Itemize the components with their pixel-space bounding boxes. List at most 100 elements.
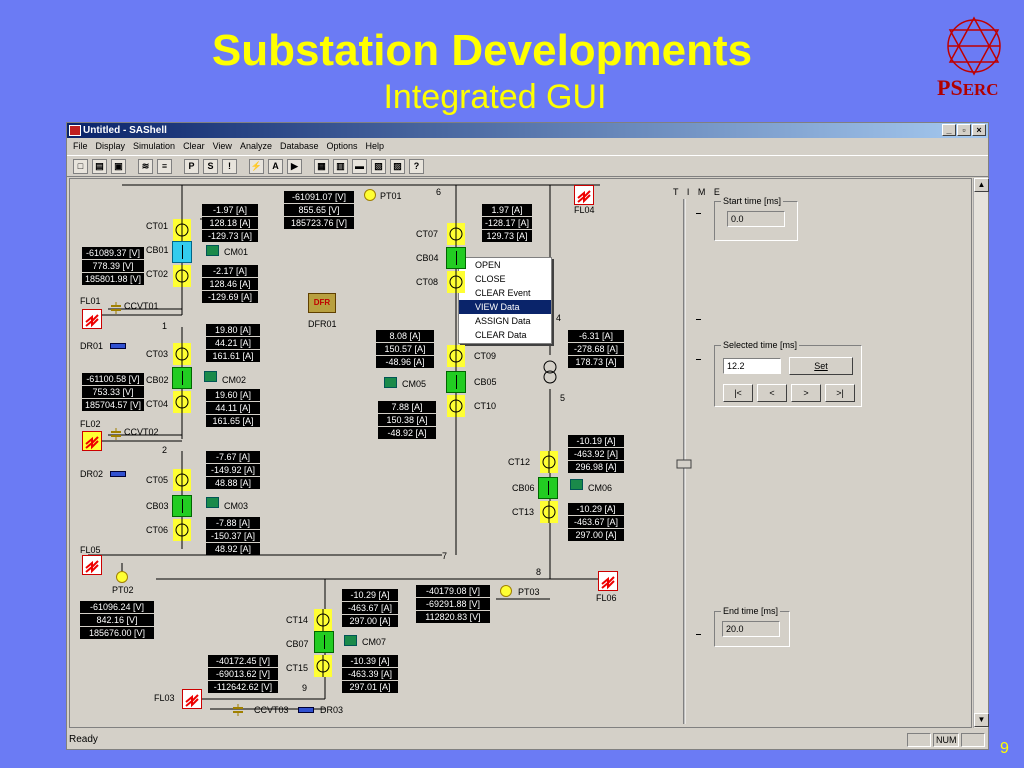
menu-display[interactable]: Display	[95, 141, 126, 151]
s-icon[interactable]: S	[203, 158, 218, 174]
prev-time-button[interactable]: <	[757, 384, 787, 402]
cm01-monitor-icon[interactable]	[206, 245, 219, 256]
ct10-ct[interactable]	[447, 395, 465, 417]
ctx-clear-event[interactable]: CLEAR Event	[475, 288, 531, 298]
set-time-button[interactable]: Set	[789, 357, 853, 375]
last-time-button[interactable]: >|	[825, 384, 855, 402]
ct07-ct[interactable]	[447, 223, 465, 245]
dr02-recorder-icon[interactable]	[110, 471, 126, 477]
ct09-ct[interactable]	[447, 345, 465, 367]
ctx-close[interactable]: CLOSE	[475, 274, 506, 284]
close-button[interactable]: ×	[972, 124, 986, 136]
fl02-fault-icon[interactable]	[82, 431, 102, 451]
table-icon[interactable]: ▥	[333, 158, 348, 174]
ct15-ct[interactable]	[314, 655, 332, 677]
chart-icon[interactable]: ▧	[371, 158, 386, 174]
ct05-ct[interactable]	[173, 469, 191, 491]
time-tick	[696, 213, 701, 214]
ctx-view-data[interactable]: VIEW Data	[459, 300, 551, 314]
menu-database[interactable]: Database	[279, 141, 319, 151]
help-icon[interactable]: ?	[409, 158, 424, 174]
minimize-button[interactable]: _	[942, 124, 956, 136]
dfr01-recorder[interactable]: DFR	[308, 293, 336, 313]
next-time-button[interactable]: >	[791, 384, 821, 402]
ct08-ct[interactable]	[447, 271, 465, 293]
cb06-breaker[interactable]	[538, 477, 558, 499]
label-ccvt02: CCVT02	[124, 427, 159, 437]
menu-help[interactable]: Help	[365, 141, 385, 151]
menu-file[interactable]: File	[73, 141, 88, 151]
cm07-monitor-icon[interactable]	[344, 635, 357, 646]
cb03-breaker[interactable]	[172, 495, 192, 517]
readout-ct06: -150.37 [A]	[206, 530, 260, 542]
ct01-ct[interactable]	[173, 219, 191, 241]
fl04-fault-icon[interactable]	[574, 185, 594, 205]
grid-icon[interactable]: ▦	[314, 158, 329, 174]
cb05-breaker[interactable]	[446, 371, 466, 393]
pt03-pt-icon[interactable]	[500, 585, 512, 597]
save-icon[interactable]: ▣	[111, 158, 126, 174]
label-ct12: CT12	[508, 457, 531, 467]
p-icon[interactable]: P	[184, 158, 199, 174]
cm05-monitor-icon[interactable]	[384, 377, 397, 388]
pt01-pt-icon[interactable]	[364, 189, 376, 201]
menu-simulation[interactable]: Simulation	[133, 141, 176, 151]
alert-icon[interactable]: !	[222, 158, 237, 174]
ct14-ct[interactable]	[314, 609, 332, 631]
label-fl05: FL05	[80, 545, 101, 555]
label-pt02: PT02	[112, 585, 134, 595]
ctx-clear-data[interactable]: CLEAR Data	[475, 330, 527, 340]
selected-time-input[interactable]: 12.2	[723, 358, 781, 374]
cb04-breaker[interactable]	[446, 247, 466, 269]
menu-options[interactable]: Options	[326, 141, 358, 151]
ct13-ct[interactable]	[540, 501, 558, 523]
fl05-fault-icon[interactable]	[82, 555, 102, 575]
ctx-open[interactable]: OPEN	[475, 260, 501, 270]
report-icon[interactable]: ▨	[390, 158, 405, 174]
label-n8: 8	[536, 567, 542, 577]
a-icon[interactable]: A	[268, 158, 283, 174]
menu-analyze[interactable]: Analyze	[239, 141, 272, 151]
readout-ct10: 7.88 [A]	[378, 401, 436, 413]
ct03-ct[interactable]	[173, 343, 191, 365]
maximize-button[interactable]: ▫	[957, 124, 971, 136]
pt02-pt-icon[interactable]	[116, 571, 128, 583]
end-time-label: End time [ms]	[721, 606, 781, 616]
new-icon[interactable]: □	[73, 158, 88, 174]
ct12-ct[interactable]	[540, 451, 558, 473]
ct06-ct[interactable]	[173, 519, 191, 541]
cb01-breaker[interactable]	[172, 241, 192, 263]
first-time-button[interactable]: |<	[723, 384, 753, 402]
scroll-down-button[interactable]: ▼	[974, 713, 989, 727]
scroll-up-button[interactable]: ▲	[974, 178, 989, 192]
window-titlebar[interactable]: Untitled - SAShell _ ▫ ×	[67, 123, 988, 138]
window-title: Untitled - SAShell	[83, 125, 167, 136]
fl06-fault-icon[interactable]	[598, 571, 618, 591]
run-icon[interactable]: ▶	[287, 158, 302, 174]
cm03-monitor-icon[interactable]	[206, 497, 219, 508]
fl03-fault-icon[interactable]	[182, 689, 202, 709]
cm06-monitor-icon[interactable]	[570, 479, 583, 490]
fl01-fault-icon[interactable]	[82, 309, 102, 329]
time-heading: T I M E	[673, 187, 723, 197]
cm02-monitor-icon[interactable]	[204, 371, 217, 382]
label-cm05: CM05	[402, 379, 427, 389]
menu-view[interactable]: View	[212, 141, 232, 151]
menu-clear[interactable]: Clear	[183, 141, 205, 151]
bar-icon[interactable]: ▬	[352, 158, 367, 174]
ct04-ct[interactable]	[173, 391, 191, 413]
open-icon[interactable]: ▤	[92, 158, 107, 174]
ct02-ct[interactable]	[173, 265, 191, 287]
cb07-breaker[interactable]	[314, 631, 334, 653]
fault-icon[interactable]: ⚡	[249, 158, 264, 174]
vertical-scrollbar[interactable]: ▲ ▼	[973, 178, 989, 728]
status-pane	[961, 733, 985, 747]
readout-ct14: -463.67 [A]	[342, 602, 398, 614]
time-tick	[696, 634, 701, 635]
list-icon[interactable]: ≡	[157, 158, 172, 174]
cb02-breaker[interactable]	[172, 367, 192, 389]
dr01-recorder-icon[interactable]	[110, 343, 126, 349]
scope-icon[interactable]: ≋	[138, 158, 153, 174]
ctx-assign-data[interactable]: ASSIGN Data	[475, 316, 531, 326]
dr03-recorder-icon[interactable]	[298, 707, 314, 713]
